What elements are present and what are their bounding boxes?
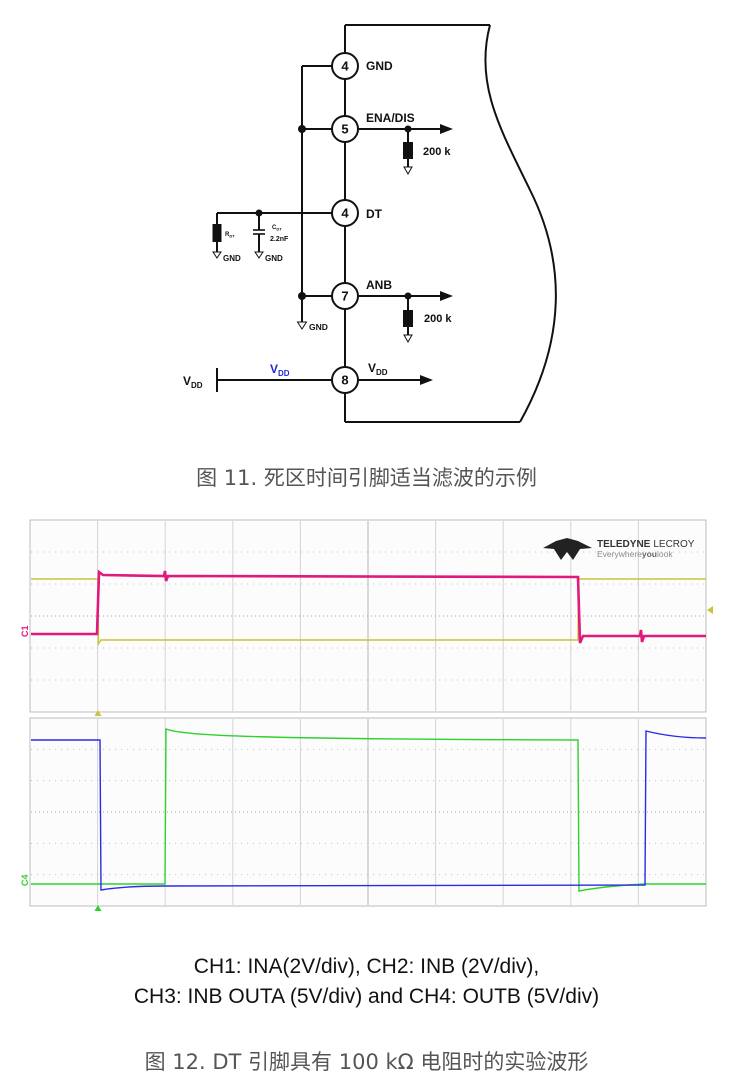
channel-marker-bottom: C4 xyxy=(20,874,30,886)
cdt-label-sub: DT xyxy=(276,227,282,232)
figure-12-caption: 图 12. DT 引脚具有 100 kΩ 电阻时的实验波形 xyxy=(144,1050,589,1074)
junction-dot xyxy=(298,292,306,300)
pin-7-anb-circle xyxy=(331,282,359,310)
figure-12-legend-line-1: CH1: INA(2V/div), CH2: INB (2V/div), xyxy=(193,955,540,978)
ena-pulldown-value: 200 k xyxy=(423,146,451,158)
anb-output-arrow xyxy=(440,291,453,301)
ground-symbol xyxy=(212,251,222,259)
pin-8-vdd-circle xyxy=(331,366,359,394)
cdt-label-main: C xyxy=(272,225,277,231)
trace-ch4-outb xyxy=(31,730,707,891)
ground-symbol xyxy=(254,251,264,259)
pin-label-ena-dis: ENA/DIS xyxy=(366,111,415,125)
pin-number: 7 xyxy=(341,289,348,304)
vdd-output-arrow xyxy=(420,375,433,385)
vdd-net-label-main: V xyxy=(270,362,278,376)
pin-label-vdd-sub: DD xyxy=(376,368,388,377)
vdd-net-label: VDD xyxy=(270,362,290,378)
rdt-label-sub: DT xyxy=(229,234,235,239)
schematic-labels: 4 5 4 7 8 GND ENA/DIS DT ANB VDD 200 k 2… xyxy=(183,59,452,391)
rdt-resistor xyxy=(212,224,222,242)
logo-tagline-bold: you xyxy=(642,549,657,559)
ic-body-break-line xyxy=(484,24,557,423)
figure-canvas: 4 5 4 7 8 GND ENA/DIS DT ANB VDD 200 k 2… xyxy=(20,24,713,911)
anb-pulldown-resistor xyxy=(403,310,413,327)
vdd-input-label-main: V xyxy=(183,374,191,388)
pin-label-gnd: GND xyxy=(366,59,393,73)
figure-11-caption: 图 11. 死区时间引脚适当滤波的示例 xyxy=(196,466,537,490)
channel-marker-top: C1 xyxy=(20,625,30,637)
ena-pulldown-resistor xyxy=(403,142,413,159)
junction-dot xyxy=(298,125,306,133)
pin-label-dt: DT xyxy=(366,207,383,221)
pin-number: 4 xyxy=(341,59,349,74)
logo-tagline-pre: Everywhere xyxy=(597,549,642,559)
vdd-input-label: VDD xyxy=(183,374,203,390)
rdt-label: RDT xyxy=(225,232,235,239)
pin-label-anb: ANB xyxy=(366,278,392,292)
ground-symbol xyxy=(296,321,308,330)
pin-label-vdd: VDD xyxy=(368,361,388,377)
vdd-net-label-sub: DD xyxy=(278,369,290,378)
rdt-label-main: R xyxy=(225,232,230,238)
vdd-input-label-sub: DD xyxy=(191,381,203,390)
pin-4-gnd-circle xyxy=(331,52,359,80)
trigger-level-marker xyxy=(707,606,713,614)
logo-tagline-post: look xyxy=(657,549,673,559)
schematic xyxy=(212,24,557,423)
ena-output-arrow xyxy=(440,124,453,134)
pin-number: 4 xyxy=(341,206,349,221)
trace-ch3-outa xyxy=(31,727,706,892)
pin-number: 5 xyxy=(341,122,348,137)
anb-pulldown-value: 200 k xyxy=(424,313,452,325)
ground-symbol xyxy=(403,334,413,344)
figure-12-legend-line-2: CH3: INB OUTA (5V/div) and CH4: OUTB (5V… xyxy=(133,985,600,1008)
trigger-marker-bottom xyxy=(94,905,102,911)
scope-grid xyxy=(31,521,705,905)
teledyne-logo-icon xyxy=(543,538,592,560)
logo-brand-light: LECROY xyxy=(653,539,694,550)
ground-label: GND xyxy=(309,322,328,332)
logo-brand-bold: TELEDYNE xyxy=(597,539,651,550)
pin-number: 8 xyxy=(341,373,348,388)
pin-4-dt-circle xyxy=(331,199,359,227)
ground-label: GND xyxy=(223,254,241,263)
cdt-label: CDT xyxy=(272,225,282,232)
pin-5-ena-circle xyxy=(331,115,359,143)
ground-label: GND xyxy=(265,254,283,263)
cdt-value: 2.2nF xyxy=(270,236,289,243)
trigger-marker-top xyxy=(94,710,102,716)
ground-symbol xyxy=(403,166,413,176)
logo-tagline: Everywhereyoulook xyxy=(597,549,673,559)
trace-ch1-ina xyxy=(31,569,706,644)
pin-label-vdd-main: V xyxy=(368,361,376,375)
